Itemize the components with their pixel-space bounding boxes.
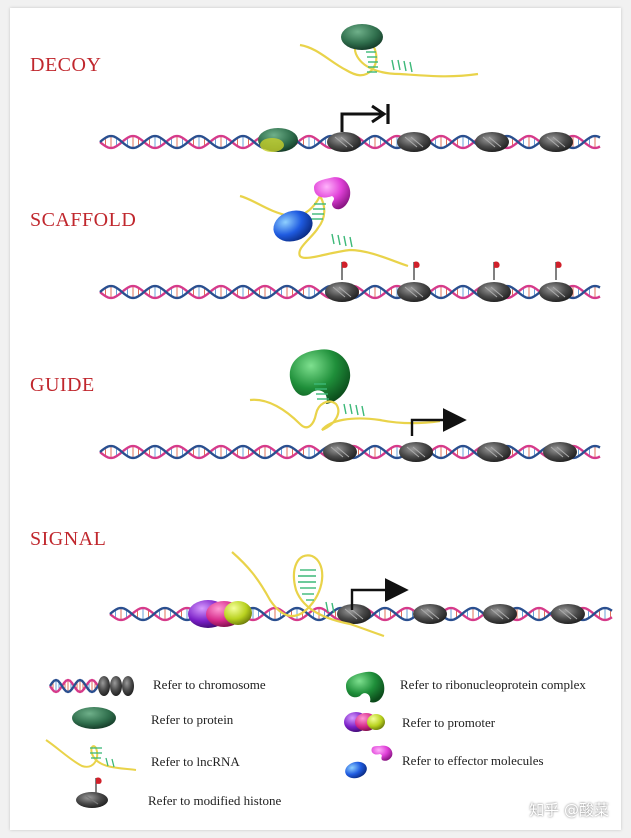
histone (397, 282, 431, 302)
histones-signal (337, 604, 585, 624)
histone-dna-wrap (404, 286, 418, 298)
legend-chromosome-text: Refer to chromosome (153, 677, 266, 692)
watermark: 知乎 @酸菜 (529, 801, 609, 819)
signal-promoter-lime (224, 601, 252, 625)
decoy-protein-bound (341, 24, 383, 50)
histone-dna-wrap (564, 608, 578, 620)
histone-dna-wrap (556, 446, 570, 458)
histone-dna-wrap (484, 286, 498, 298)
label-scaffold: SCAFFOLD (30, 209, 137, 231)
histone (551, 604, 585, 624)
guide-lncrna (249, 383, 441, 432)
histone (413, 604, 447, 624)
histone (543, 442, 577, 462)
histone-dna-wrap (546, 136, 560, 148)
histone (477, 282, 511, 302)
histone-dna-wrap (496, 608, 510, 620)
histone-dna-wrap (332, 286, 346, 298)
legend-effector-text: Refer to effector molecules (402, 753, 544, 768)
histone-dna-wrap (546, 286, 560, 298)
decoy-protein-shadow (260, 138, 284, 152)
histone-dna-wrap (350, 608, 364, 620)
histone (397, 132, 431, 152)
histone-dna-wrap (490, 286, 504, 298)
legend-protein-text: Refer to protein (151, 712, 234, 727)
histone (399, 442, 433, 462)
histones-guide (323, 442, 577, 462)
dna-strand (49, 678, 101, 694)
histone (323, 442, 357, 462)
histone-dna-wrap (488, 136, 502, 148)
histone (327, 132, 361, 152)
histone-dna-wrap (412, 446, 426, 458)
histone-dna-wrap (420, 608, 434, 620)
legend-modified-histone-text: Refer to modified histone (148, 793, 282, 808)
legend-chromosome-histones (98, 676, 134, 696)
legend-promoter-icon (344, 712, 385, 732)
decoy-blocked-promoter-arrow (340, 104, 390, 132)
legend-lncrna-icon (45, 739, 137, 771)
histone-dna-wrap (406, 446, 420, 458)
histone-dna-wrap (558, 608, 572, 620)
label-signal: SIGNAL (30, 528, 107, 550)
legend-rnp-icon (346, 671, 385, 703)
histone (475, 132, 509, 152)
histone-dna-wrap (404, 136, 418, 148)
histone-dna-wrap (552, 136, 566, 148)
histone (539, 282, 573, 302)
legend-lncrna-text: Refer to lncRNA (151, 754, 240, 769)
scaffold-lncrna (239, 193, 409, 268)
scaffold-histone-flags (341, 261, 562, 280)
chromosome-legend-icon (49, 678, 101, 694)
label-guide: GUIDE (30, 374, 95, 396)
label-decoy: DECOY (30, 54, 102, 76)
histone-dna-wrap (338, 286, 352, 298)
scaffold-effector-blue (273, 210, 313, 242)
histone (477, 442, 511, 462)
histone (483, 604, 517, 624)
signal-promoter-arrow (350, 578, 409, 610)
histone (337, 604, 371, 624)
guide-ribonucleoprotein-complex (289, 349, 351, 404)
histone-dna-wrap (426, 608, 440, 620)
histone-dna-wrap (334, 136, 348, 148)
legend-effector-icon (345, 745, 393, 779)
histone (325, 282, 359, 302)
histones-scaffold (325, 282, 573, 302)
legend-modified-histone-icon (76, 777, 108, 808)
histones-decoy (327, 132, 573, 152)
scaffold-effector-magenta (314, 177, 351, 210)
histone-dna-wrap (336, 446, 350, 458)
histone-dna-wrap (490, 608, 504, 620)
signal-lncrna (231, 551, 385, 638)
histone-dna-wrap (344, 608, 358, 620)
legend-promoter-text: Refer to promoter (402, 715, 496, 730)
histone-dna-wrap (330, 446, 344, 458)
histone-dna-wrap (552, 286, 566, 298)
histone-dna-wrap (550, 446, 564, 458)
guide-promoter-arrow (410, 408, 467, 436)
histone-dna-wrap (340, 136, 354, 148)
histone-dna-wrap (490, 446, 504, 458)
histone-dna-wrap (484, 446, 498, 458)
histone (539, 132, 573, 152)
decoy-lncrna (299, 37, 479, 78)
histone-dna-wrap (482, 136, 496, 148)
legend-protein-icon (72, 707, 116, 729)
histone-dna-wrap (410, 286, 424, 298)
histone-dna-wrap (410, 136, 424, 148)
dna-strand (49, 678, 101, 694)
legend-rnp-text: Refer to ribonucleoprotein complex (400, 677, 586, 692)
